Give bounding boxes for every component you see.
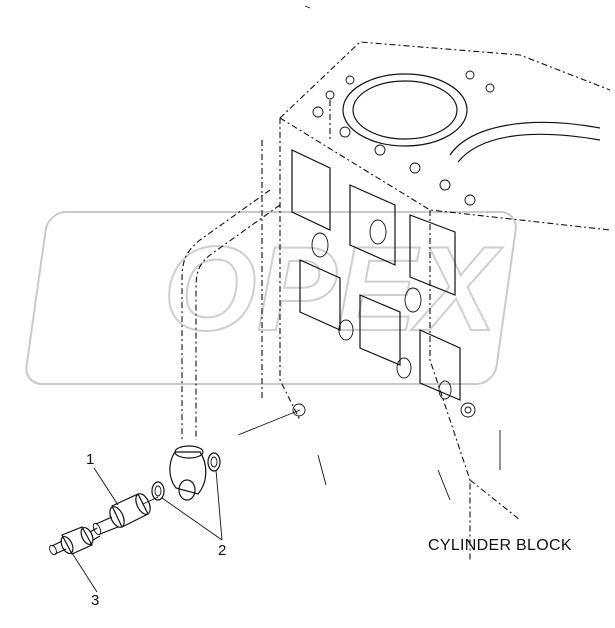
callout-2: 2: [218, 542, 227, 559]
oil-pipe: [181, 189, 306, 440]
washer-upper: [207, 452, 221, 472]
elbow-fitting: [169, 445, 207, 501]
callout-1: 1: [86, 451, 95, 468]
watermark-logo: OPEX: [25, 211, 517, 385]
leader-lines: [71, 467, 223, 593]
svg-text:OPEX: OPEX: [163, 222, 503, 356]
top-mark: [304, 5, 311, 9]
diagram-caption: CYLINDER BLOCK: [428, 537, 572, 554]
oil-pressure-sensor: [49, 526, 101, 556]
washer-lower: [151, 481, 165, 501]
callout-3: 3: [91, 592, 100, 609]
adapter-sleeve: [92, 493, 159, 536]
